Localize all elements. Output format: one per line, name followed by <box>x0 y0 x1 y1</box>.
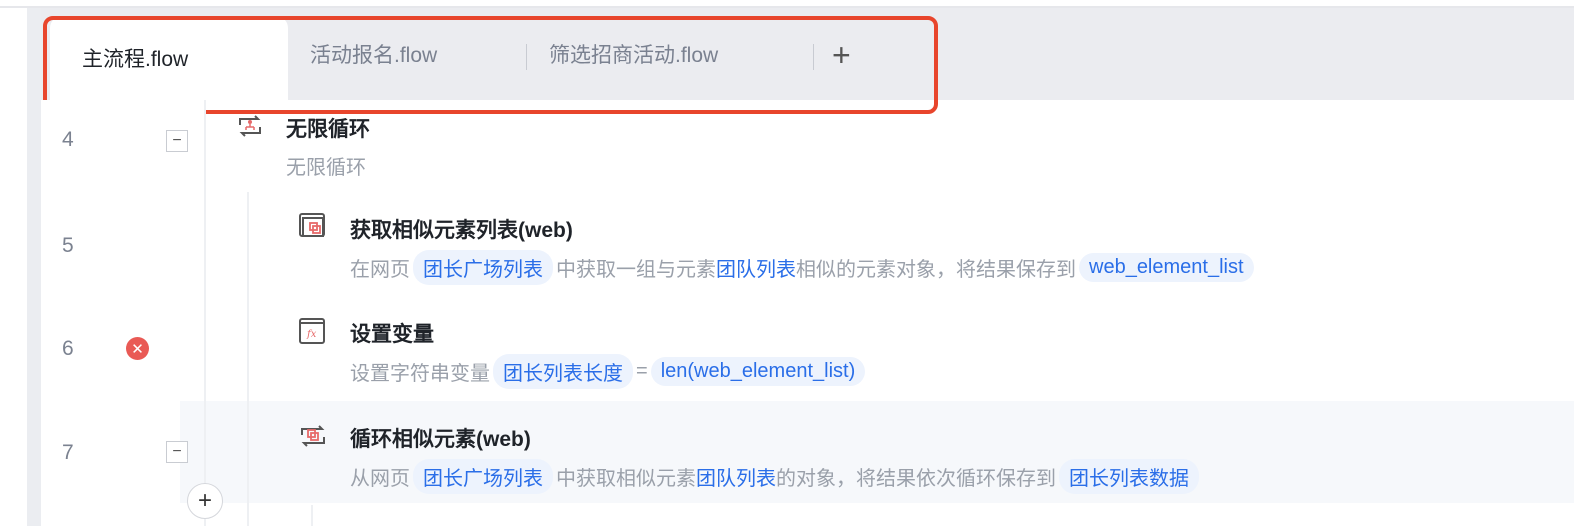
tab-label: 筛选招商活动.flow <box>549 44 719 67</box>
loop-similar-elements-icon <box>301 425 325 447</box>
tab-activity-signup[interactable]: 活动报名.flow <box>310 16 437 92</box>
plus-icon[interactable]: + <box>832 37 851 73</box>
line-number: 7 <box>62 441 74 464</box>
desc-text: 相似的元素对象，将结果保存到 <box>796 259 1076 281</box>
tab-label: 主流程.flow <box>82 48 189 71</box>
desc-text: 在网页 <box>350 259 410 281</box>
web-element-list-icon <box>299 213 325 237</box>
step-title: 无限循环 <box>286 118 370 141</box>
tab-filter-activity[interactable]: 筛选招商活动.flow <box>549 16 718 92</box>
step-description: 在网页 团长广场列表 中获取一组与元素 团队列表 相似的元素对象，将结果保存到 … <box>350 250 1257 285</box>
step-title: 设置变量 <box>350 323 434 346</box>
tab-separator <box>813 44 814 70</box>
indent-guide <box>311 505 313 526</box>
top-border <box>0 6 1574 8</box>
step-loop-similar-elements[interactable]: 循环相似元素(web) 从网页 团长广场列表 中获取相似元素 团队列表 的对象，… <box>350 423 1202 494</box>
step-set-variable[interactable]: 设置变量 设置字符串变量 团长列表长度 = len(web_element_li… <box>350 318 868 389</box>
desc-text: 从网页 <box>350 468 410 490</box>
step-description: 从网页 团长广场列表 中获取相似元素 团队列表 的对象，将结果依次循环保存到 团… <box>350 459 1202 494</box>
step-title: 循环相似元素(web) <box>350 428 531 451</box>
desc-text: 中获取相似元素 <box>556 468 696 490</box>
step-description: 无限循环 <box>286 157 366 179</box>
step-title: 获取相似元素列表(web) <box>350 219 573 242</box>
desc-text: 中获取一组与元素 <box>556 259 716 281</box>
variable-chip[interactable]: 团长列表数据 <box>1059 459 1199 494</box>
tab-separator <box>526 44 527 70</box>
tab-main-flow[interactable]: 主流程.flow <box>50 16 288 100</box>
left-strip <box>27 8 41 526</box>
element-link[interactable]: 团队列表 <box>696 468 776 490</box>
variable-chip[interactable]: 团长广场列表 <box>413 459 553 494</box>
line-number: 5 <box>62 234 74 257</box>
variable-chip[interactable]: 团长广场列表 <box>413 250 553 285</box>
desc-text: = <box>636 360 648 382</box>
variable-chip[interactable]: web_element_list <box>1079 253 1254 282</box>
step-infinite-loop[interactable]: 无限循环 无限循环 <box>286 113 370 180</box>
function-variable-icon: fx <box>299 318 325 344</box>
variable-chip[interactable]: 团长列表长度 <box>493 354 633 389</box>
step-get-similar-elements[interactable]: 获取相似元素列表(web) 在网页 团长广场列表 中获取一组与元素 团队列表 相… <box>350 214 1257 285</box>
desc-text: 设置字符串变量 <box>350 363 490 385</box>
collapse-button[interactable]: − <box>166 441 188 463</box>
line-number: 6 <box>62 337 74 360</box>
step-description: 设置字符串变量 团长列表长度 = len(web_element_list) <box>350 354 868 389</box>
line-number: 4 <box>62 128 74 151</box>
variable-chip[interactable]: len(web_element_list) <box>650 357 866 386</box>
error-icon[interactable]: ✕ <box>126 337 149 360</box>
tab-bar <box>41 8 1574 100</box>
highlight-box <box>43 16 938 114</box>
desc-text: 的对象，将结果依次循环保存到 <box>776 468 1056 490</box>
indent-guide <box>247 192 249 526</box>
gutter-divider <box>204 100 206 526</box>
selected-row-highlight <box>180 401 1574 503</box>
add-step-button[interactable]: + <box>187 483 223 519</box>
tab-label: 活动报名.flow <box>310 44 438 67</box>
element-link[interactable]: 团队列表 <box>716 259 796 281</box>
collapse-button[interactable]: − <box>166 130 188 152</box>
infinite-loop-icon <box>239 115 261 137</box>
svg-text:fx: fx <box>306 329 317 340</box>
